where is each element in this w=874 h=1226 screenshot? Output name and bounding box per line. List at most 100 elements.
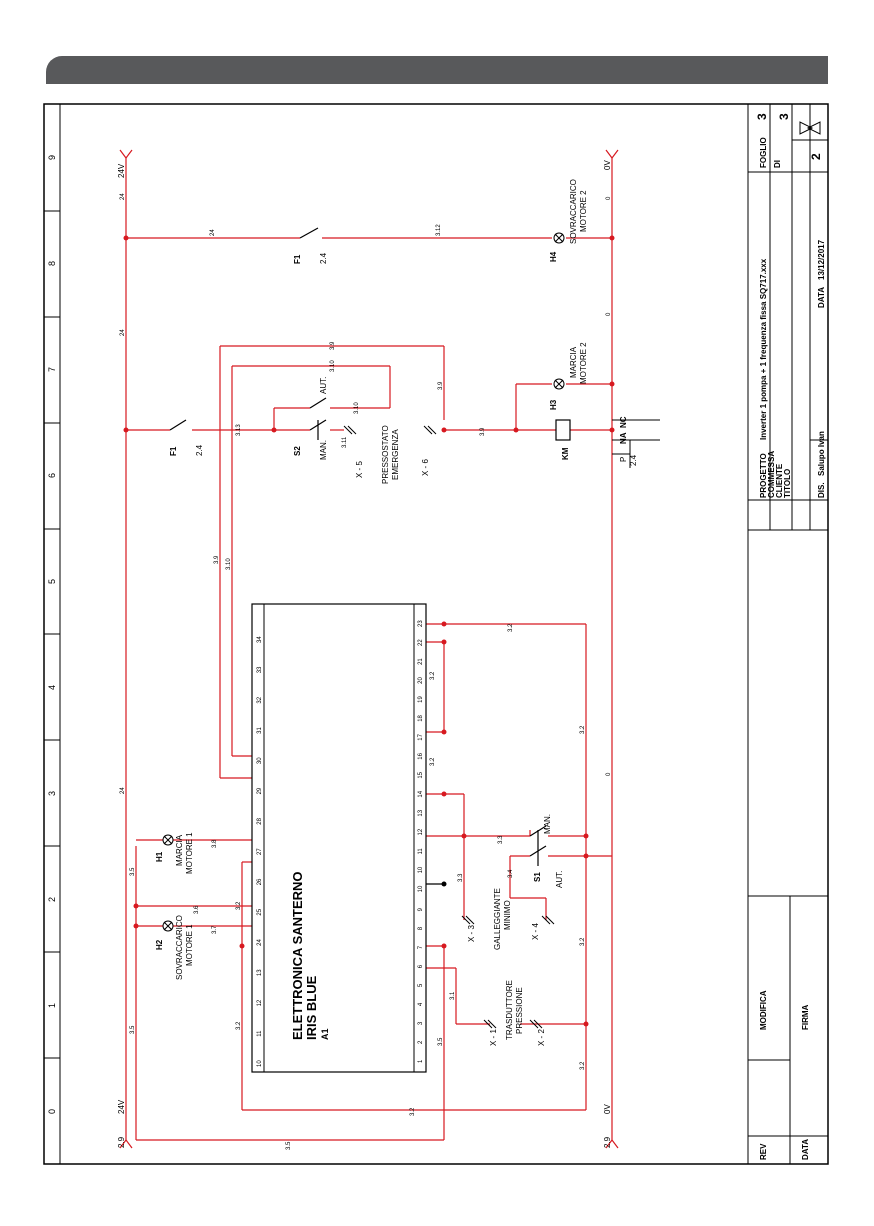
controller-terminal: 5	[418, 983, 424, 987]
wl-34: 3.4	[508, 869, 514, 878]
s1-tag: S1	[533, 872, 542, 882]
km-nc: NC	[619, 416, 628, 428]
wl-36: 3.6	[194, 905, 200, 914]
controller-terminal: 23	[418, 620, 424, 627]
km-ref: 2.4	[629, 454, 638, 466]
wl-310-c: 3.10	[226, 558, 232, 570]
wl-313: 3.13	[236, 424, 242, 436]
zone-label: 7	[47, 367, 57, 372]
km-p: P	[619, 457, 628, 462]
km-na: NA	[619, 432, 628, 444]
wl-32-h: 3.2	[580, 1061, 586, 1070]
controller-terminal: 34	[257, 636, 263, 643]
trasduttore-l1: TRASDUTTORE	[505, 980, 514, 1040]
sheet-nav-arrows-icon[interactable]	[799, 121, 821, 135]
controller-terminal: 27	[257, 848, 263, 855]
zone-label: 5	[47, 579, 57, 584]
wl-32-c: 3.2	[580, 725, 586, 734]
wl-39-a: 3.9	[330, 341, 336, 350]
controller-terminal: 30	[257, 757, 263, 764]
tb-foglio-label: FOGLIO	[759, 137, 768, 168]
tb-data-label: DATA	[817, 287, 826, 308]
s2-aut: AUT.	[319, 377, 328, 394]
tb-data-value: 13/12/2017	[817, 239, 826, 280]
contacts	[169, 227, 547, 866]
wl-24-c: 24	[120, 329, 126, 336]
h2-tag: H2	[155, 939, 164, 950]
controller-terminal: 15	[418, 771, 424, 778]
wl-32-b: 3.2	[430, 671, 436, 680]
f1b-tag: F1	[293, 254, 302, 264]
wl-33-a: 3.3	[498, 835, 504, 844]
controller-terminal: 12	[418, 828, 424, 835]
lamp-h1-icon	[162, 834, 174, 846]
controller-terminal: 28	[257, 817, 263, 824]
header-bar	[46, 56, 828, 84]
tb-di-label: DI	[773, 160, 782, 168]
rail-arrows	[119, 149, 619, 1149]
controller-terminal: 17	[418, 733, 424, 740]
zone-label: 2	[47, 897, 57, 902]
f1b-ref: 2.4	[319, 252, 328, 264]
s1-aut: AUT.	[555, 871, 564, 888]
h3-tag: H3	[549, 399, 558, 410]
lamp-h2-icon	[162, 920, 174, 932]
controller-terminal: 4	[418, 1002, 424, 1006]
km-coil	[555, 419, 571, 441]
wl-37: 3.7	[212, 925, 218, 934]
lamp-h4-icon	[553, 232, 565, 244]
h1-tag: H1	[155, 851, 164, 862]
controller-model: IRIS BLUE	[304, 975, 319, 1040]
zone-label: 1	[47, 1003, 57, 1008]
controller-terminal: 14	[418, 790, 424, 797]
rail-24v-label: 24V	[117, 163, 126, 178]
wl-312: 3.12	[436, 224, 442, 236]
h2-l2: MOTORE 1	[185, 924, 194, 966]
sheet-ref-0: 2.9	[603, 1136, 612, 1148]
x1-label: X - 1	[489, 1029, 498, 1046]
emergenza-label: EMERGENZA	[391, 429, 400, 480]
galleggiante-l2: MINIMO	[503, 900, 512, 930]
sheet-ref-24: 2.9	[117, 1136, 126, 1148]
h1-l2: MOTORE 1	[185, 832, 194, 874]
pressostato-label: PRESSOSTATO	[381, 425, 390, 484]
controller-terminal: 12	[257, 999, 263, 1006]
s1-man: MAN.	[543, 814, 552, 834]
x6-label: X - 6	[421, 459, 430, 476]
lamps	[162, 232, 565, 932]
h3-l2: MOTORE 2	[579, 342, 588, 384]
km-tag: KM	[561, 447, 570, 460]
zone-label: 3	[47, 791, 57, 796]
controller-terminal: 1	[418, 1059, 424, 1063]
wl-0-c: 0	[606, 772, 612, 776]
tb-data2-label: DATA	[801, 1139, 810, 1160]
wl-35-c: 3.5	[438, 1037, 444, 1046]
wl-35-a: 3.5	[130, 867, 136, 876]
title-block	[747, 104, 828, 1164]
tb-foglio-value: 3	[755, 113, 769, 120]
junction-black	[441, 881, 447, 887]
zone-label: 8	[47, 261, 57, 266]
zone-label: 4	[47, 685, 57, 690]
wl-39-b: 3.9	[438, 381, 444, 390]
x3-label: X - 3	[467, 925, 476, 942]
wl-24-b: 24	[210, 229, 216, 236]
tb-commessa-label: COMMESSA	[767, 451, 776, 498]
rail-0v-label: 0V	[603, 160, 612, 170]
x4-label: X - 4	[531, 923, 540, 940]
wl-32-f: 3.2	[580, 937, 586, 946]
h4-l2: MOTORE 2	[579, 190, 588, 232]
wl-38: 3.8	[212, 839, 218, 848]
f1-ref: 2.4	[195, 444, 204, 456]
controller-terminal: 10	[257, 1060, 263, 1067]
x5-label: X - 5	[355, 461, 364, 478]
trasduttore-l2: PRESSIONE	[515, 987, 524, 1034]
controller-terminal: 18	[418, 714, 424, 721]
h1-l1: MARCIA	[175, 834, 184, 866]
wl-311: 3.11	[342, 436, 348, 448]
h4-tag: H4	[549, 251, 558, 262]
controller-terminal: 6	[418, 964, 424, 968]
wl-39-c: 3.9	[480, 427, 486, 436]
controller-terminal: 31	[257, 727, 263, 734]
wl-24-a: 24	[120, 193, 126, 200]
